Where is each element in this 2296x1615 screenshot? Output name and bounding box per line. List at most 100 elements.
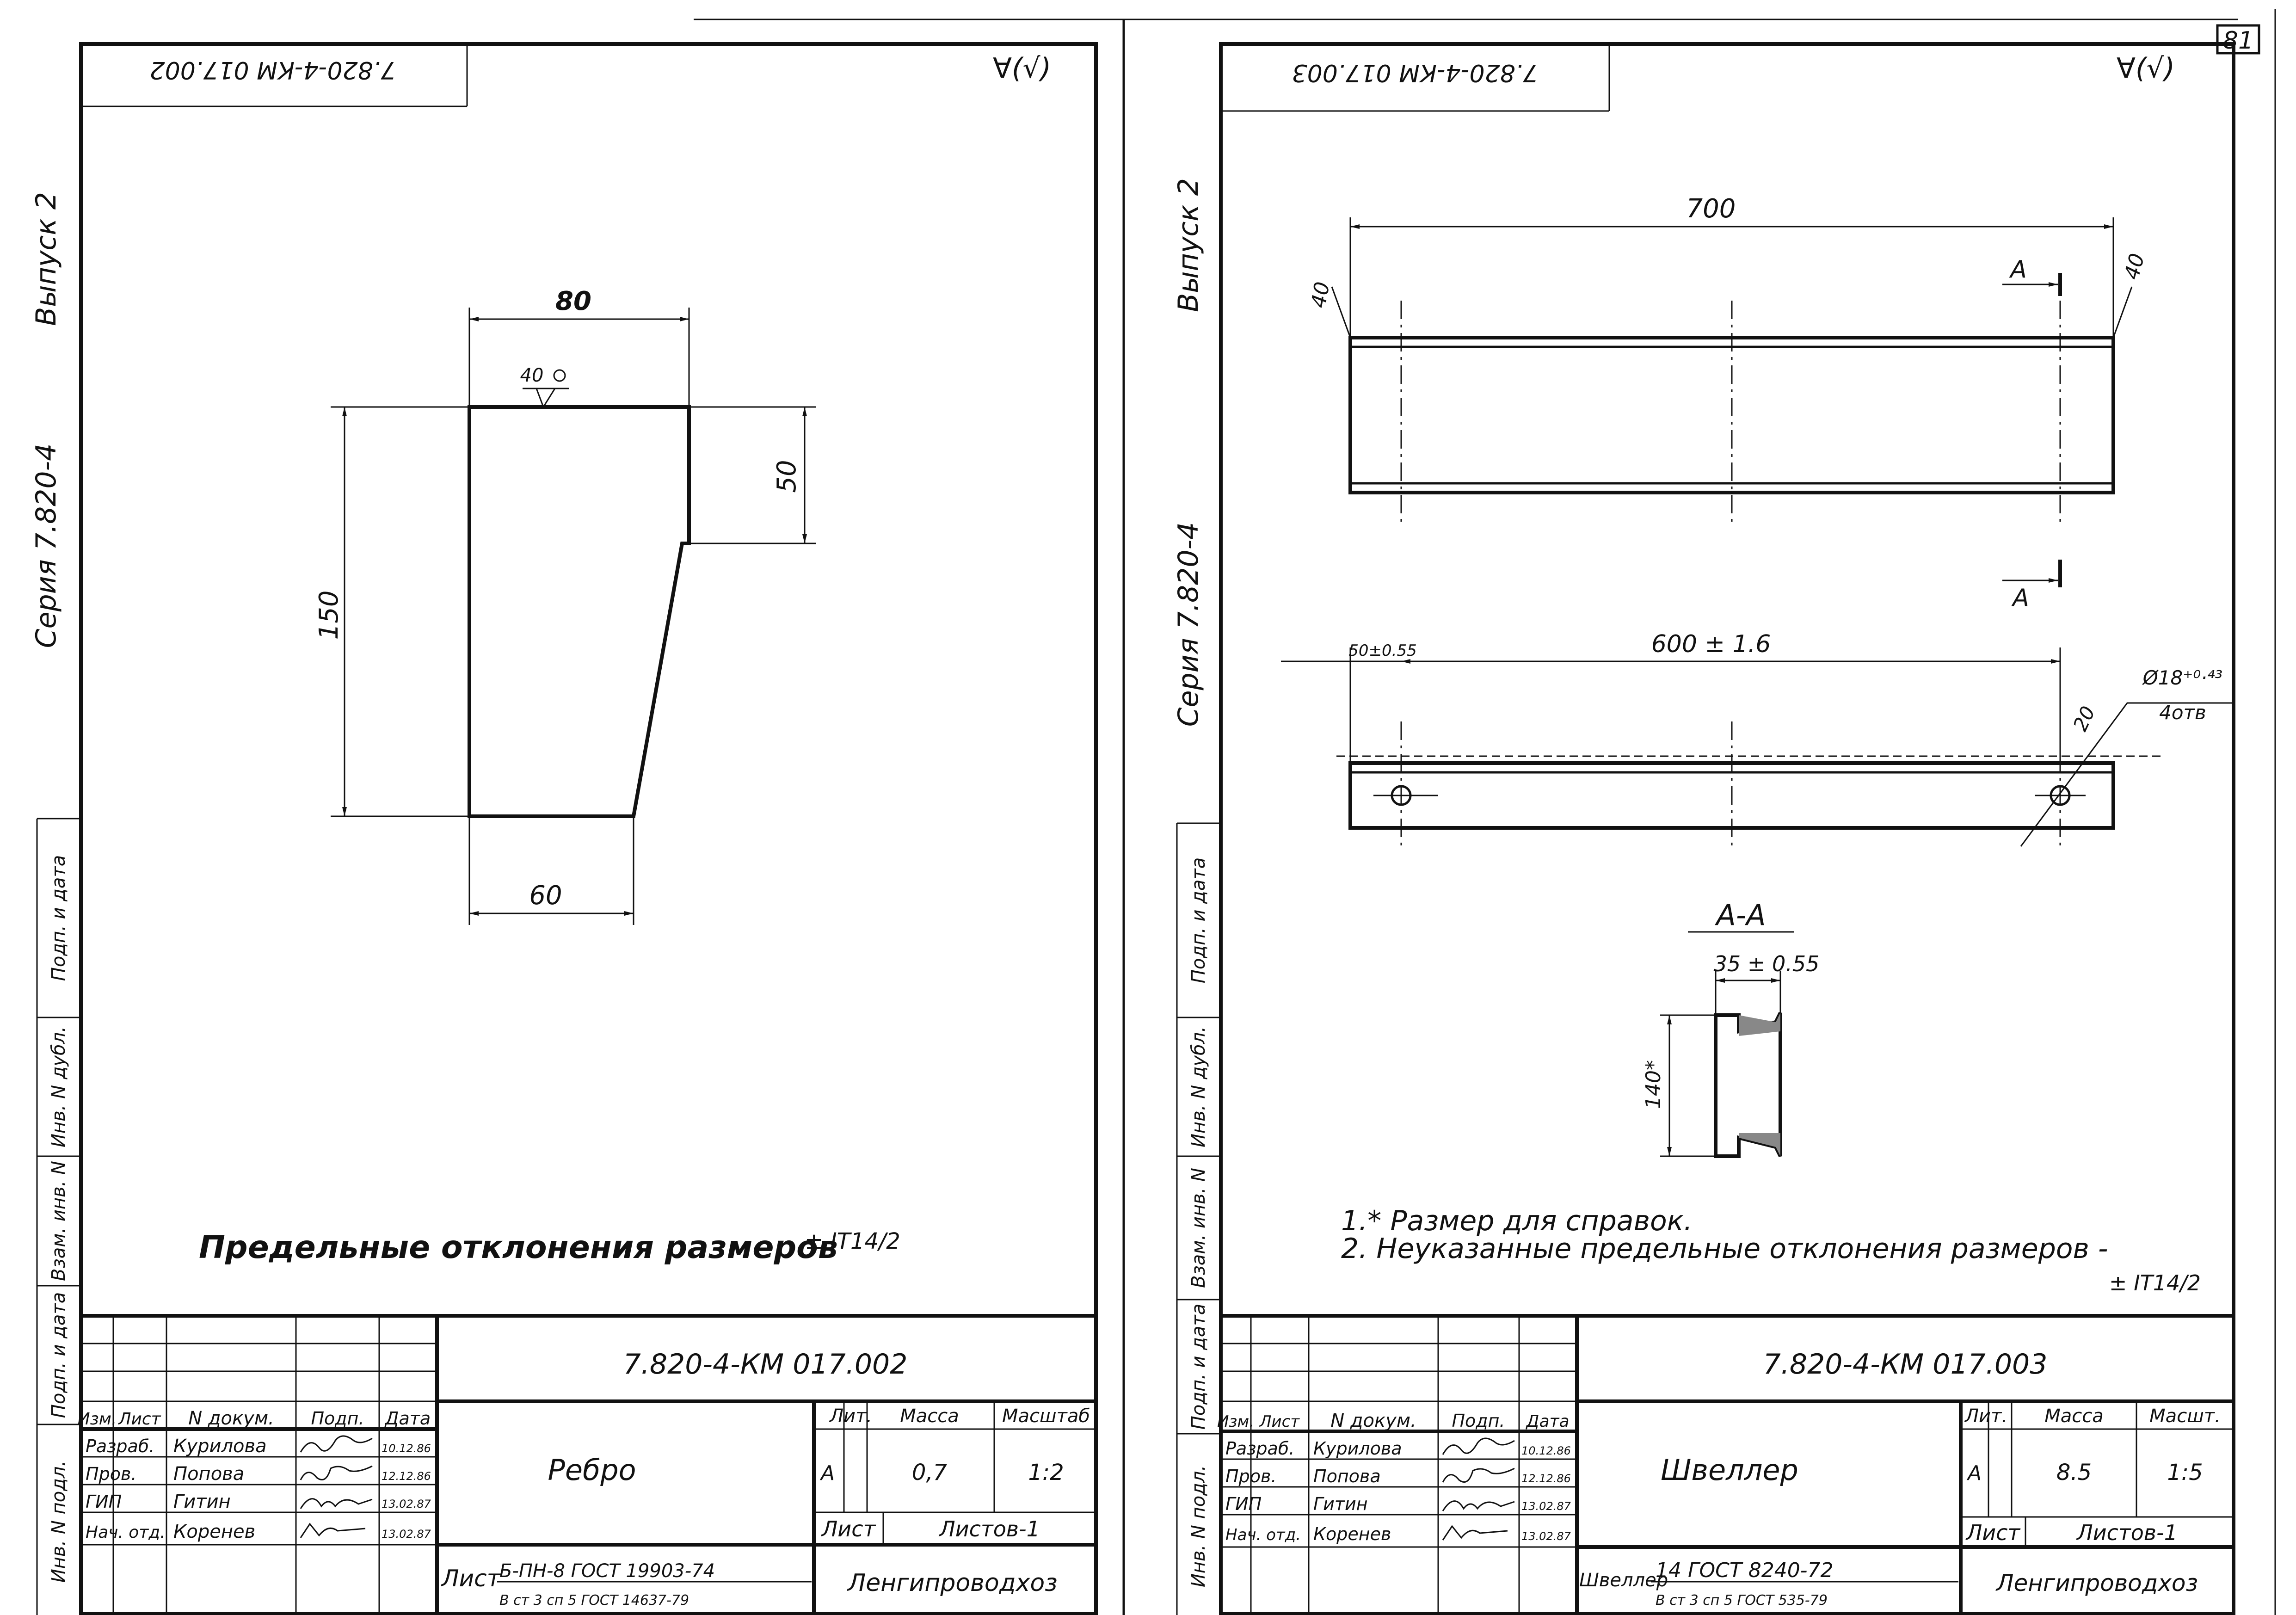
- right-title-block: Изм. Лист N докум. Подп. Дата Разраб. Ку…: [1217, 1314, 2234, 1614]
- left-hdr-izm: Изм.: [78, 1410, 117, 1429]
- left-hdr-list: Лист: [117, 1410, 161, 1429]
- right-role-2: Пров.: [1225, 1466, 1276, 1486]
- left-margin-field-5: Инв. N подл.: [48, 1461, 69, 1583]
- note-1: 1.* Размер для справок.: [1341, 1205, 1693, 1237]
- right-material-prefix: Швеллер: [1579, 1570, 1668, 1591]
- right-org: Ленгипроводхоз: [1995, 1570, 2198, 1597]
- dim-150: 150: [314, 591, 344, 640]
- right-date-2: 12.12.86: [1521, 1472, 1571, 1485]
- left-margin-series: Серия 7.820-4: [30, 444, 62, 648]
- right-material-top: 14 ГОСТ 8240-72: [1656, 1559, 1834, 1582]
- page-number-box: [2216, 24, 2260, 55]
- dim-140: 140*: [1642, 1060, 1665, 1109]
- left-sheet: 7.820-4-КМ 017.002 ∀(√) Серия 7.820-4 Вы…: [30, 42, 1098, 1615]
- right-lit: А: [1966, 1461, 1982, 1485]
- right-date-3: 13.02.87: [1521, 1500, 1571, 1513]
- section-a-a: А-А 35 ± 0.55 140*: [1642, 898, 1820, 1158]
- left-date-1: 10.12.86: [382, 1442, 431, 1455]
- left-signature-4: [300, 1523, 366, 1538]
- left-title-block: Изм. Лист N докум. Подп. Дата Разраб. Ку…: [78, 1314, 1096, 1614]
- left-tolerance-note: Предельные отклонения размеров: [199, 1229, 838, 1266]
- section-mark-top: А: [2009, 256, 2027, 284]
- left-role-1: Разраб.: [86, 1436, 154, 1456]
- note-2: 2. Неуказанные предельные отклонения раз…: [1341, 1233, 2108, 1265]
- left-margin-field-3: Взам. инв. N: [48, 1161, 69, 1281]
- left-sheets-label: Листов-1: [938, 1516, 1040, 1541]
- right-mass-label: Масса: [2044, 1405, 2104, 1427]
- right-role-1: Разраб.: [1225, 1438, 1294, 1459]
- left-margin-issue: Выпуск 2: [30, 192, 62, 326]
- dim-80: 80: [555, 286, 591, 316]
- left-material-top: Б-ПН-8 ГОСТ 19903-74: [499, 1560, 715, 1582]
- left-hdr-sign: Подп.: [311, 1408, 364, 1429]
- right-signature-2: [1442, 1467, 1515, 1483]
- channel-top-view: 700 40 40 А А: [1307, 194, 2149, 612]
- left-date-4: 13.02.87: [382, 1528, 431, 1541]
- right-person-4: Коренев: [1313, 1524, 1391, 1544]
- right-roughness-mark: ∀(√): [2117, 52, 2175, 85]
- left-role-3: ГИП: [86, 1492, 122, 1512]
- left-signature-3: [300, 1498, 373, 1509]
- left-person-4: Коренев: [173, 1521, 255, 1542]
- right-hdr-sign: Подп.: [1452, 1411, 1505, 1431]
- left-sheet-label: Лист: [821, 1516, 876, 1541]
- right-lit-label: Лит.: [1964, 1405, 2007, 1427]
- right-margin-issue: Выпуск 2: [1172, 178, 1205, 312]
- left-scale-label: Масштаб: [1002, 1405, 1090, 1427]
- right-hdr-izm: Изм.: [1217, 1412, 1254, 1431]
- right-signature-3: [1442, 1500, 1515, 1511]
- right-sheet-label: Лист: [1965, 1520, 2021, 1545]
- left-roughness-mark: ∀(√): [993, 52, 1051, 85]
- left-mass-label: Масса: [900, 1405, 959, 1427]
- dim-50: 50±0.55: [1348, 641, 1416, 660]
- left-org: Ленгипроводхоз: [847, 1569, 1058, 1597]
- right-date-1: 10.12.86: [1521, 1444, 1571, 1457]
- dim-35: 35 ± 0.55: [1714, 951, 1820, 976]
- left-mass: 0,7: [912, 1460, 948, 1486]
- right-material-bottom: В ст 3 сп 5 ГОСТ 535-79: [1656, 1592, 1828, 1609]
- right-person-2: Попова: [1313, 1466, 1381, 1486]
- left-designation: 7.820-4-КМ 017.002: [623, 1348, 908, 1381]
- right-person-3: Гитин: [1313, 1494, 1368, 1514]
- dim-700: 700: [1687, 194, 1736, 224]
- left-material-prefix: Лист: [441, 1565, 501, 1592]
- right-margin-field-5: Инв. N подл.: [1188, 1465, 1209, 1587]
- left-lit: А: [819, 1461, 835, 1485]
- right-part-name: Швеллер: [1661, 1453, 1798, 1487]
- hole-count: 4отв: [2159, 701, 2206, 724]
- dim-60: 60: [529, 881, 562, 911]
- left-date-2: 12.12.86: [382, 1470, 431, 1483]
- right-hdr-date: Дата: [1525, 1412, 1569, 1431]
- left-scale: 1:2: [1028, 1460, 1064, 1486]
- right-date-4: 13.02.87: [1521, 1530, 1571, 1543]
- right-scale-label: Масшт.: [2149, 1405, 2221, 1427]
- right-tolerance-value: ± IT14/2: [2109, 1270, 2201, 1295]
- hole-diameter: Ø18⁺⁰·⁴³: [2142, 666, 2223, 689]
- left-part-name: Ребро: [548, 1453, 636, 1487]
- left-role-4: Нач. отд.: [86, 1523, 166, 1542]
- right-signature-4: [1442, 1525, 1508, 1541]
- right-designation: 7.820-4-КМ 017.003: [1763, 1348, 2048, 1381]
- right-margin-field-2: Инв. N дубл.: [1188, 1026, 1209, 1147]
- right-margin-series: Серия 7.820-4: [1172, 522, 1205, 727]
- right-margin-field-4: Подп. и дата: [1188, 1304, 1209, 1430]
- left-margin-field-1: Подп. и дата: [48, 855, 69, 981]
- left-person-1: Курилова: [173, 1436, 267, 1457]
- right-flipped-stamp: 7.820-4-КМ 017.003: [1292, 59, 1539, 86]
- left-margin-field-2: Инв. N дубл.: [48, 1026, 69, 1147]
- left-lit-label: Лит.: [829, 1405, 872, 1427]
- right-role-4: Нач. отд.: [1225, 1526, 1301, 1544]
- dim-50: 50: [772, 460, 802, 493]
- right-hdr-doc: N докум.: [1330, 1410, 1416, 1431]
- section-mark-bottom: А: [2011, 584, 2029, 612]
- left-hdr-date: Дата: [384, 1408, 431, 1429]
- left-material-bottom: В ст 3 сп 5 ГОСТ 14637-79: [499, 1592, 689, 1609]
- left-person-3: Гитин: [173, 1491, 231, 1512]
- right-mass: 8.5: [2056, 1460, 2092, 1486]
- left-signature-2: [300, 1465, 373, 1480]
- right-sheet: 7.820-4-КМ 017.003 ∀(√) Серия 7.820-4 Вы…: [1172, 42, 2235, 1615]
- left-margin-field-4: Подп. и дата: [48, 1292, 69, 1418]
- weld-40: 40: [520, 365, 544, 386]
- right-scale: 1:5: [2167, 1460, 2203, 1486]
